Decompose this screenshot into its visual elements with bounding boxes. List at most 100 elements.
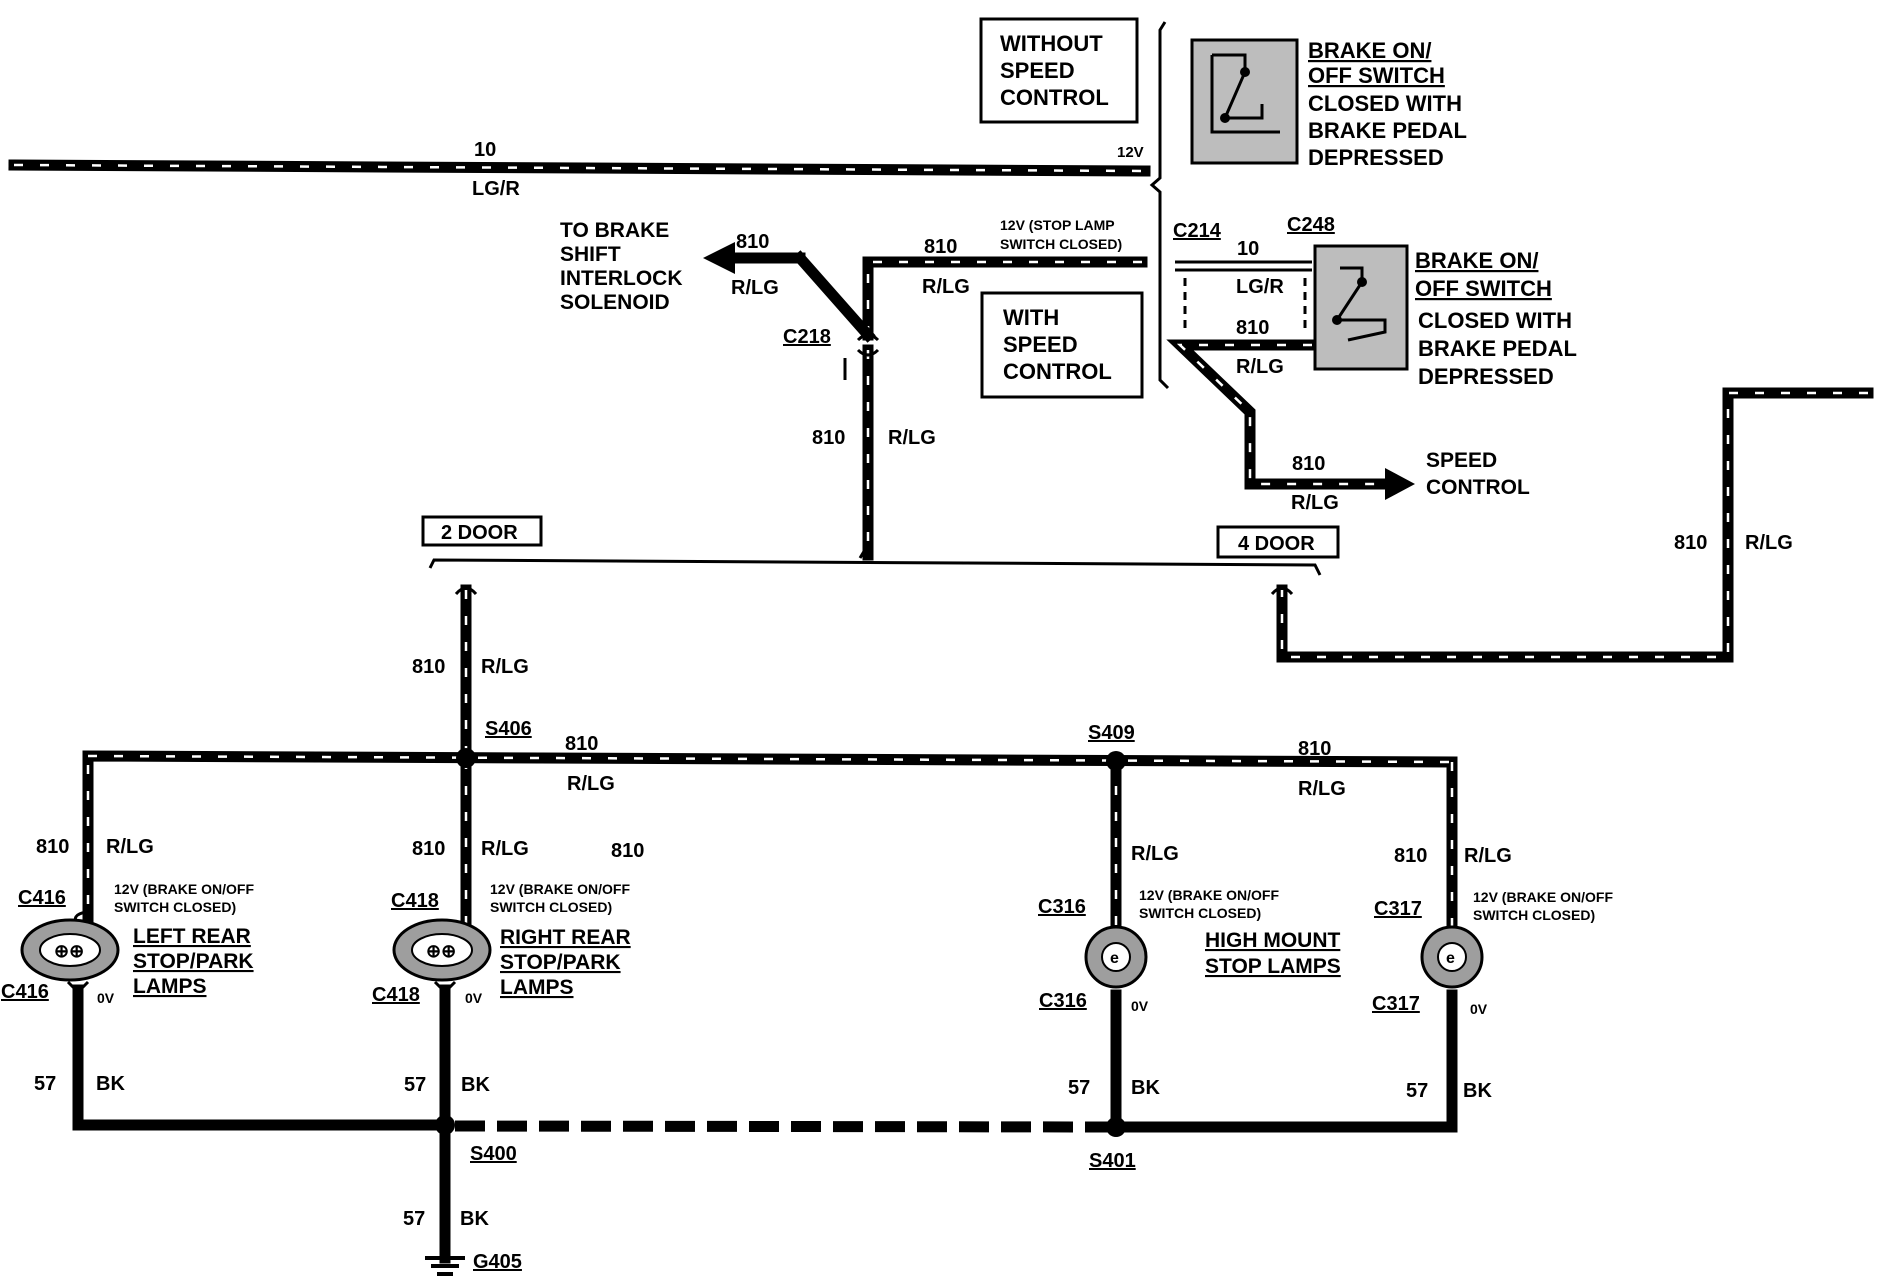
switch2-desc-3: DEPRESSED (1418, 364, 1554, 389)
arrow-to-interlock (703, 242, 735, 274)
c317-ground-color: BK (1463, 1080, 1492, 1102)
switch1-title-2: OFF SWITCH (1308, 63, 1445, 88)
c316-voltage-2: SWITCH CLOSED) (1139, 905, 1261, 921)
c317-voltage-2: SWITCH CLOSED) (1473, 907, 1595, 923)
top-wire-number: 10 (474, 139, 496, 161)
c316-ground-number: 57 (1068, 1077, 1090, 1099)
switch2-title-2: OFF SWITCH (1415, 276, 1552, 301)
two-door-box (421, 515, 543, 547)
vertical-wire-color: R/LG (888, 427, 936, 449)
with-speed-control-box (980, 291, 1144, 399)
right-rear-voltage-1: 12V (BRAKE ON/OFF (490, 881, 630, 897)
four-door-box (1216, 525, 1340, 559)
connector-c248: C248 (1287, 214, 1335, 236)
speed-wire-color: R/LG (1291, 492, 1339, 514)
c248-wire-color: LG/R (1236, 276, 1284, 298)
ground-icon (425, 1256, 465, 1276)
four-door-label: 4 DOOR (1238, 533, 1315, 555)
left-rear-0v: 0V (97, 990, 115, 1006)
splice-s409 (1106, 751, 1126, 771)
switch1-desc-1: CLOSED WITH (1308, 91, 1462, 116)
splice-s409-label: S409 (1088, 722, 1135, 744)
wire-57-bk-c316 (1110, 989, 1458, 1133)
with-label-3: CONTROL (1003, 359, 1112, 384)
switch1-title-1: BRAKE ON/ (1308, 38, 1431, 63)
left-rear-voltage-2: SWITCH CLOSED) (114, 899, 236, 915)
connector-c317-top: C317 (1374, 898, 1422, 920)
svg-text:⊕⊕: ⊕⊕ (426, 941, 456, 961)
switch2-title-1: BRAKE ON/ (1415, 248, 1538, 273)
interlock-label-1: TO BRAKE (560, 219, 669, 242)
speed-control-bracket (1149, 21, 1170, 390)
left-rear-wire-color: R/LG (106, 836, 154, 858)
without-label-1: WITHOUT (1000, 31, 1103, 56)
interlock-label-4: SOLENOID (560, 291, 670, 314)
right-ground-color: BK (461, 1074, 490, 1096)
interlock-label-2: SHIFT (560, 243, 621, 266)
right-rear-extra-number: 810 (611, 840, 644, 862)
top-voltage: 12V (1117, 144, 1144, 161)
left-rear-label-1: LEFT REAR (133, 925, 251, 948)
svg-text:e: e (1110, 950, 1119, 967)
c317-wire-number: 810 (1394, 845, 1427, 867)
left-rear-lamp: ⊕⊕ (20, 910, 120, 995)
connector-c416-top: C416 (18, 887, 66, 909)
bus-wire-number-2: 810 (1298, 738, 1331, 760)
switch1-desc-2: BRAKE PEDAL (1308, 118, 1467, 143)
c218-bottom-connector (858, 545, 874, 559)
without-label-2: SPEED (1000, 58, 1075, 83)
with-label-1: WITH (1003, 305, 1059, 330)
upper-wire-color: R/LG (922, 276, 970, 298)
wire-810-speed-control (1166, 339, 1391, 490)
left-rear-label-3: LAMPS (133, 975, 207, 998)
bus-wire-number-1: 810 (565, 733, 598, 755)
c248-810-number: 810 (1236, 317, 1269, 339)
speed-control-label-2: CONTROL (1426, 476, 1530, 499)
c316-wire-color: R/LG (1131, 843, 1179, 865)
connector-c416-bottom: C416 (1, 981, 49, 1003)
switch1-desc-3: DEPRESSED (1308, 145, 1444, 170)
vertical-wire-number: 810 (812, 427, 845, 449)
two-door-four-door-bracket (428, 558, 1322, 576)
brake-switch-without-speed-control (1190, 38, 1299, 165)
c248-810-color: R/LG (1236, 356, 1284, 378)
connector-c316-bottom: C316 (1039, 990, 1087, 1012)
left-ground-number: 57 (34, 1073, 56, 1095)
wire-810-upper (862, 256, 1148, 341)
splice-s400-label: S400 (470, 1143, 517, 1165)
c317-voltage-1: 12V (BRAKE ON/OFF (1473, 889, 1613, 905)
wire-810-interlock-branch (792, 250, 876, 343)
right-rear-label-3: LAMPS (500, 976, 574, 999)
bus-wire-color-1: R/LG (567, 773, 615, 795)
brake-switch-with-speed-control (1313, 244, 1409, 371)
right-rear-label-1: RIGHT REAR (500, 926, 631, 949)
interlock-wire-number: 810 (736, 231, 769, 253)
high-mount-lamp-c317: e (1420, 925, 1484, 989)
c317-ground-number: 57 (1406, 1080, 1428, 1102)
connector-c418-bottom: C418 (372, 984, 420, 1006)
splice-s401 (1106, 1117, 1126, 1137)
right-rear-wire-number: 810 (412, 838, 445, 860)
c316-0v: 0V (1131, 998, 1149, 1014)
c218-connector (856, 333, 880, 357)
upper-wire-number: 810 (924, 236, 957, 258)
connector-c214: C214 (1173, 220, 1222, 242)
right-feed-color: R/LG (1745, 532, 1793, 554)
ground-g405-label: G405 (473, 1251, 522, 1273)
connector-c316-top: C316 (1038, 896, 1086, 918)
left-rear-label-2: STOP/PARK (133, 950, 254, 973)
splice-s406-label: S406 (485, 718, 532, 740)
with-label-2: SPEED (1003, 332, 1078, 357)
splice-s400 (435, 1115, 455, 1135)
c317-wire-color: R/LG (1464, 845, 1512, 867)
s406-feed-number: 810 (412, 656, 445, 678)
high-mount-label-1: HIGH MOUNT (1205, 929, 1340, 952)
switch2-desc-2: BRAKE PEDAL (1418, 336, 1577, 361)
left-rear-wire-number: 810 (36, 836, 69, 858)
switch2-desc-1: CLOSED WITH (1418, 308, 1572, 333)
right-rear-label-2: STOP/PARK (500, 951, 621, 974)
left-rear-voltage-1: 12V (BRAKE ON/OFF (114, 881, 254, 897)
high-mount-lamp-c316: e (1084, 925, 1148, 989)
four-door-connector (1270, 586, 1294, 596)
